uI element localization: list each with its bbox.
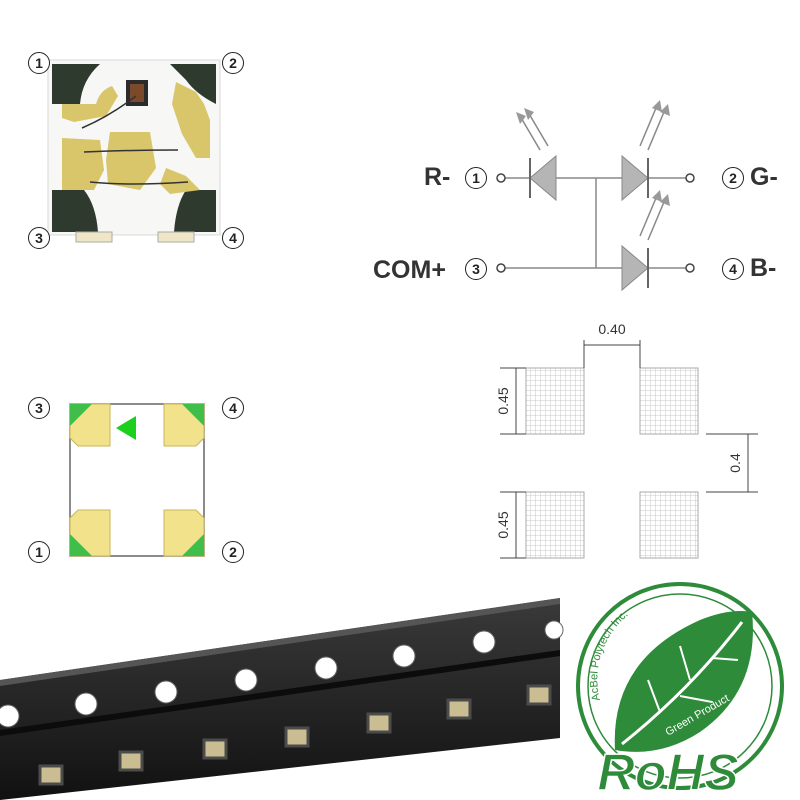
tape-led xyxy=(446,698,472,720)
pad-dimension-drawing: 0.40 0.45 0.4 0.45 xyxy=(495,321,758,559)
pad-bl xyxy=(525,491,585,559)
led-pad-center xyxy=(106,132,156,190)
label-g: G- xyxy=(750,163,778,191)
led-pad-br xyxy=(160,168,200,194)
sprocket-hole xyxy=(154,680,178,704)
sprocket-hole xyxy=(544,620,564,640)
dim-height-bottom: 0.45 xyxy=(495,511,511,538)
led-photo xyxy=(47,59,221,243)
photo-pin-1: 1 xyxy=(28,52,50,74)
schematic xyxy=(505,177,686,269)
led-pad-tr xyxy=(172,82,210,158)
footprint-pin-1: 1 xyxy=(28,541,50,563)
diode-green xyxy=(621,100,670,202)
rohs-mark: RoHS xyxy=(597,744,739,800)
footprint-pad-1 xyxy=(69,509,111,557)
diode-blue xyxy=(621,190,670,292)
photo-pin-4: 4 xyxy=(222,227,244,249)
sprocket-hole xyxy=(314,656,338,680)
schematic-pin-2: 2 xyxy=(722,167,744,189)
tape-led xyxy=(118,750,144,772)
schematic-pin-4: 4 xyxy=(722,258,744,280)
led-corner-bl xyxy=(52,190,98,232)
led-terminal-4 xyxy=(157,231,195,243)
footprint-pin-2: 2 xyxy=(222,541,244,563)
tape-led xyxy=(526,684,552,706)
led-corner-tr xyxy=(170,64,216,104)
sprocket-hole xyxy=(392,644,416,668)
schematic-pin-3: 3 xyxy=(465,258,487,280)
sprocket-hole xyxy=(74,692,98,716)
sprocket-hole xyxy=(234,668,258,692)
tape-led xyxy=(284,726,310,748)
photo-pin-2: 2 xyxy=(222,52,244,74)
footprint-pin-3: 3 xyxy=(28,397,50,419)
tape-led xyxy=(38,764,64,786)
footprint-pad-4 xyxy=(163,403,205,447)
led-corner-br xyxy=(174,190,216,232)
tape-led xyxy=(202,738,228,760)
label-b: B- xyxy=(750,254,777,282)
sprocket-hole xyxy=(472,630,496,654)
pad-tl xyxy=(525,367,585,435)
dim-height-top: 0.45 xyxy=(495,387,511,414)
label-com: COM+ xyxy=(373,256,446,284)
dim-gap-x: 0.40 xyxy=(598,321,625,337)
led-terminal-3 xyxy=(75,231,113,243)
polarity-arrow xyxy=(116,416,136,440)
tape-led xyxy=(366,712,392,734)
sprocket-hole xyxy=(0,704,20,728)
footprint-pad-3 xyxy=(69,403,111,447)
label-r: R- xyxy=(424,163,451,191)
leaf-icon xyxy=(614,611,753,752)
diode-red xyxy=(516,108,557,202)
photo-pin-3: 3 xyxy=(28,227,50,249)
schematic-pin-1: 1 xyxy=(465,167,487,189)
footprint-top-view xyxy=(69,403,205,557)
dim-gap-y: 0.4 xyxy=(727,453,743,473)
footprint-pad-2 xyxy=(163,509,205,557)
pad-tr xyxy=(639,367,699,435)
carrier-tape xyxy=(0,598,564,800)
led-pad-tl xyxy=(62,86,118,122)
rohs-logo: AcBel Polytech Inc. Green Product RoHS xyxy=(576,582,784,800)
pad-br xyxy=(639,491,699,559)
footprint-pin-4: 4 xyxy=(222,397,244,419)
led-corner-tl xyxy=(52,64,100,104)
